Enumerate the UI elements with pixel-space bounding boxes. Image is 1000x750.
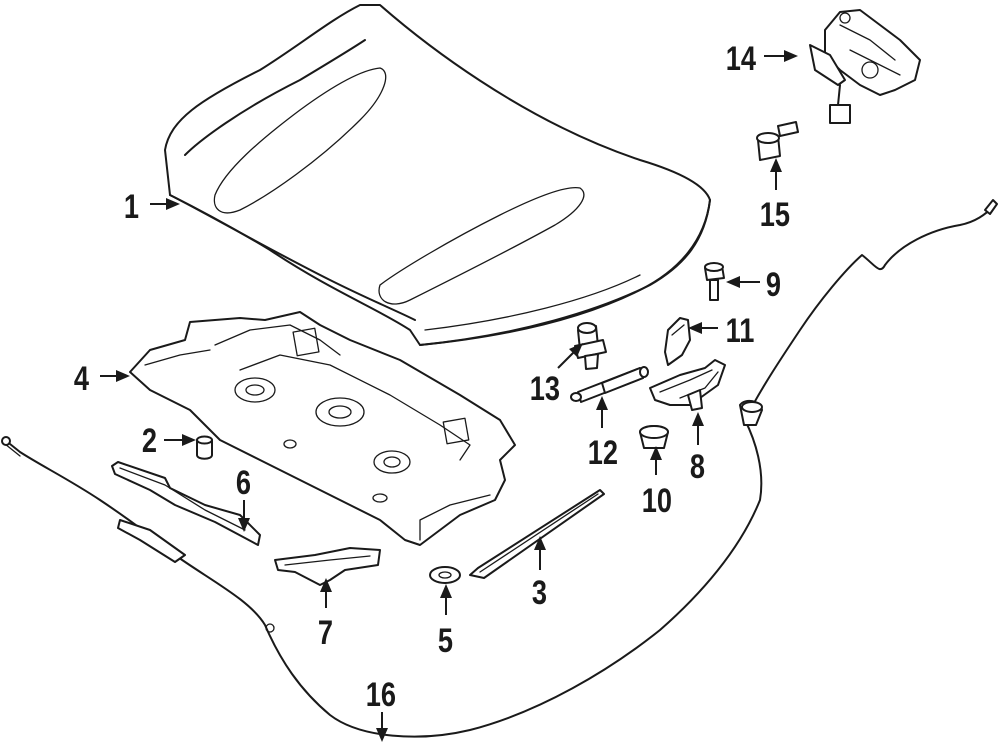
callout-9: 9	[726, 265, 781, 304]
callout-13-label: 13	[530, 369, 560, 408]
part-release-cable	[1, 199, 998, 738]
part-strut	[570, 366, 649, 403]
callout-5-label: 5	[438, 621, 453, 660]
callout-7-label: 7	[318, 613, 333, 652]
callout-16: 16	[366, 675, 396, 742]
callout-13: 13	[530, 343, 583, 408]
part-insulator	[129, 311, 516, 546]
callout-4: 4	[74, 359, 130, 398]
callout-1-label: 1	[124, 187, 139, 226]
callout-8-label: 8	[690, 447, 705, 486]
callout-14: 14	[726, 39, 798, 78]
callout-9-label: 9	[766, 265, 781, 304]
callout-1: 1	[124, 187, 180, 226]
part-hinge	[649, 359, 726, 411]
callout-8: 8	[690, 412, 705, 486]
part-hinge-bracket	[664, 317, 691, 366]
part-hood	[164, 4, 711, 346]
callout-10: 10	[642, 446, 672, 520]
callout-16-label: 16	[366, 675, 396, 714]
part-bolt-15	[756, 121, 799, 161]
callout-15-label: 15	[760, 195, 790, 234]
callout-4-label: 4	[74, 359, 89, 398]
part-bracket	[274, 547, 381, 586]
part-latch	[809, 9, 921, 124]
callout-2: 2	[142, 421, 196, 460]
callout-15: 15	[760, 158, 790, 234]
callout-6-label: 6	[236, 463, 251, 502]
callout-11: 11	[688, 311, 754, 350]
part-seal	[111, 461, 261, 546]
callout-7: 7	[318, 578, 333, 652]
part-weatherstrip	[469, 489, 605, 579]
callout-12: 12	[588, 396, 618, 472]
callout-11-label: 11	[726, 311, 755, 350]
callout-3: 3	[532, 536, 547, 612]
callout-10-label: 10	[642, 481, 672, 520]
callout-5: 5	[438, 584, 453, 660]
part-ball-stud	[574, 322, 607, 370]
part-bumper	[196, 435, 213, 460]
part-grommet	[429, 566, 461, 584]
callout-14-label: 14	[726, 39, 756, 78]
callout-3-label: 3	[532, 573, 547, 612]
callout-12-label: 12	[588, 433, 618, 472]
part-retainer	[639, 425, 669, 449]
callout-6: 6	[236, 463, 251, 532]
part-bolt-9	[704, 262, 725, 301]
callout-2-label: 2	[142, 421, 157, 460]
